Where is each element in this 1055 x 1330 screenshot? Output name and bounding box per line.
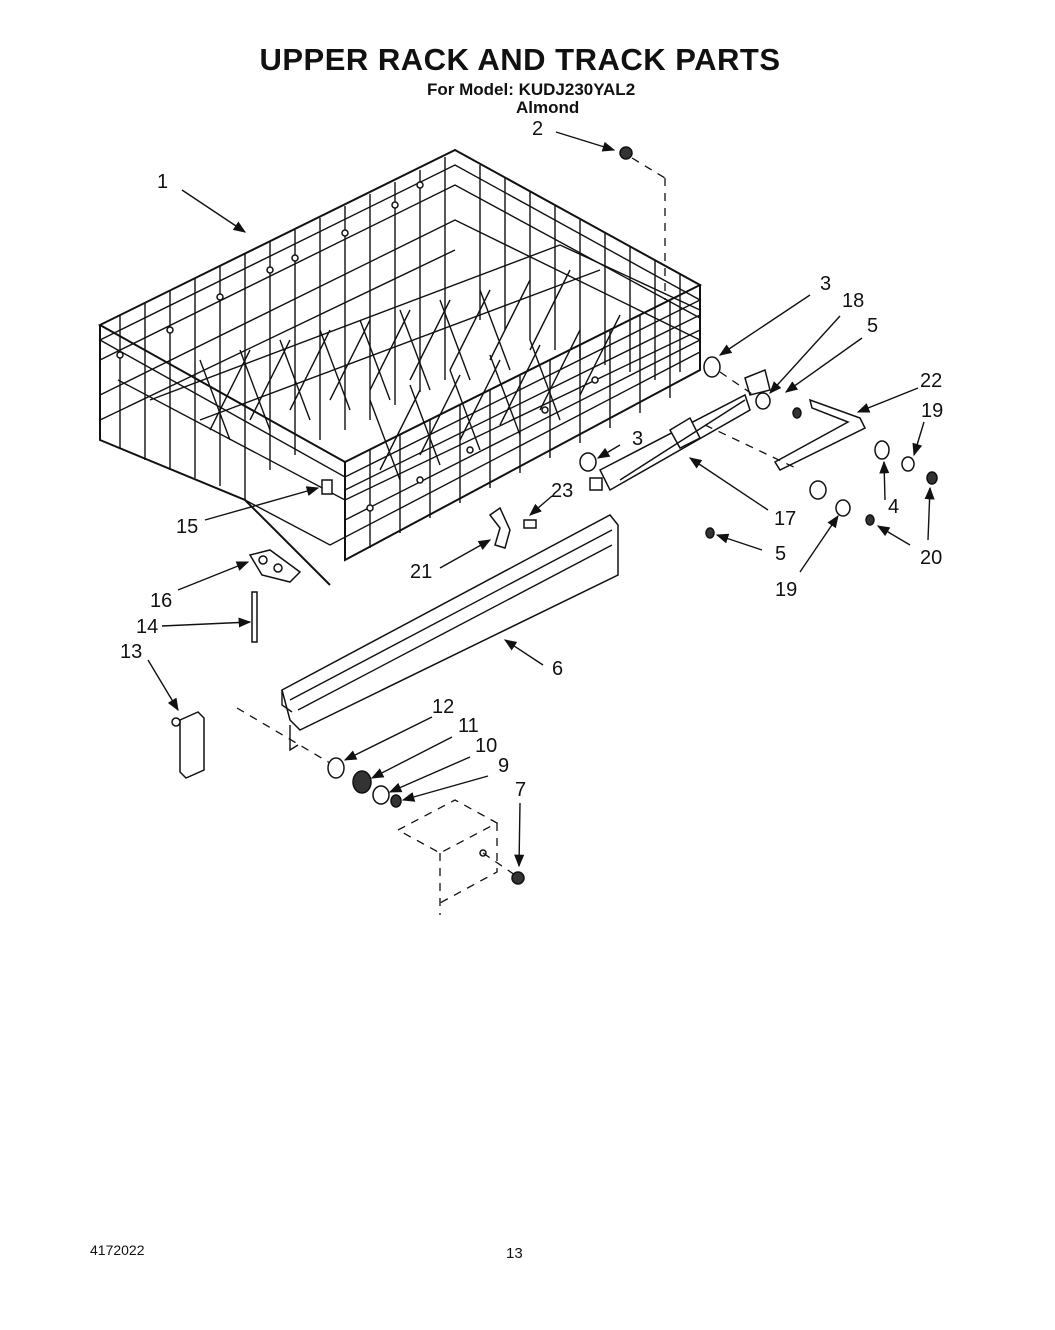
- callout-17: 17: [774, 508, 796, 530]
- color-label: Almond: [516, 98, 580, 117]
- callout-21: 21: [410, 561, 432, 583]
- callout-23: 23: [551, 480, 573, 502]
- document-number: 4172022: [90, 1242, 145, 1258]
- callout-9: 9: [498, 755, 509, 777]
- callout-15: 15: [176, 516, 198, 538]
- model-line: For Model: KUDJ230YAL2: [427, 80, 636, 99]
- callout-18: 18: [842, 290, 864, 312]
- page-number: 13: [506, 1245, 523, 1262]
- callout-5-bottom: 5: [775, 543, 786, 565]
- track-drawing: [281, 514, 619, 752]
- callout-2: 2: [532, 118, 543, 140]
- upper-rack-drawing: [97, 148, 703, 586]
- callout-22: 22: [920, 370, 942, 392]
- callout-19-top: 19: [921, 400, 943, 422]
- callout-labels: 1 2 3 18 5 22 19 3 4 17 5 20 19 15 23 21…: [120, 118, 943, 801]
- callout-13: 13: [120, 641, 142, 663]
- end-cap-drawing: [171, 711, 205, 779]
- roller-assembly-drawing: [236, 707, 525, 915]
- bracket-drawing: [488, 506, 537, 549]
- callout-7: 7: [515, 779, 526, 801]
- callout-3-mid: 3: [632, 428, 643, 450]
- page-title: UPPER RACK AND TRACK PARTS: [259, 42, 781, 77]
- callout-4: 4: [888, 496, 899, 518]
- callout-1: 1: [157, 171, 168, 193]
- callout-11: 11: [458, 715, 479, 737]
- callout-19-bottom: 19: [775, 579, 797, 601]
- leader-lines: [147, 131, 935, 868]
- callout-6: 6: [552, 658, 563, 680]
- callout-14: 14: [136, 616, 158, 638]
- callout-16: 16: [150, 590, 172, 612]
- callout-10: 10: [475, 735, 497, 757]
- callout-3-top: 3: [820, 273, 831, 295]
- stop-and-clip-drawing: [248, 549, 302, 643]
- adjuster-parts-drawing: [579, 146, 938, 539]
- callout-12: 12: [432, 696, 454, 718]
- callout-5-top: 5: [867, 315, 878, 337]
- callout-20: 20: [920, 547, 942, 569]
